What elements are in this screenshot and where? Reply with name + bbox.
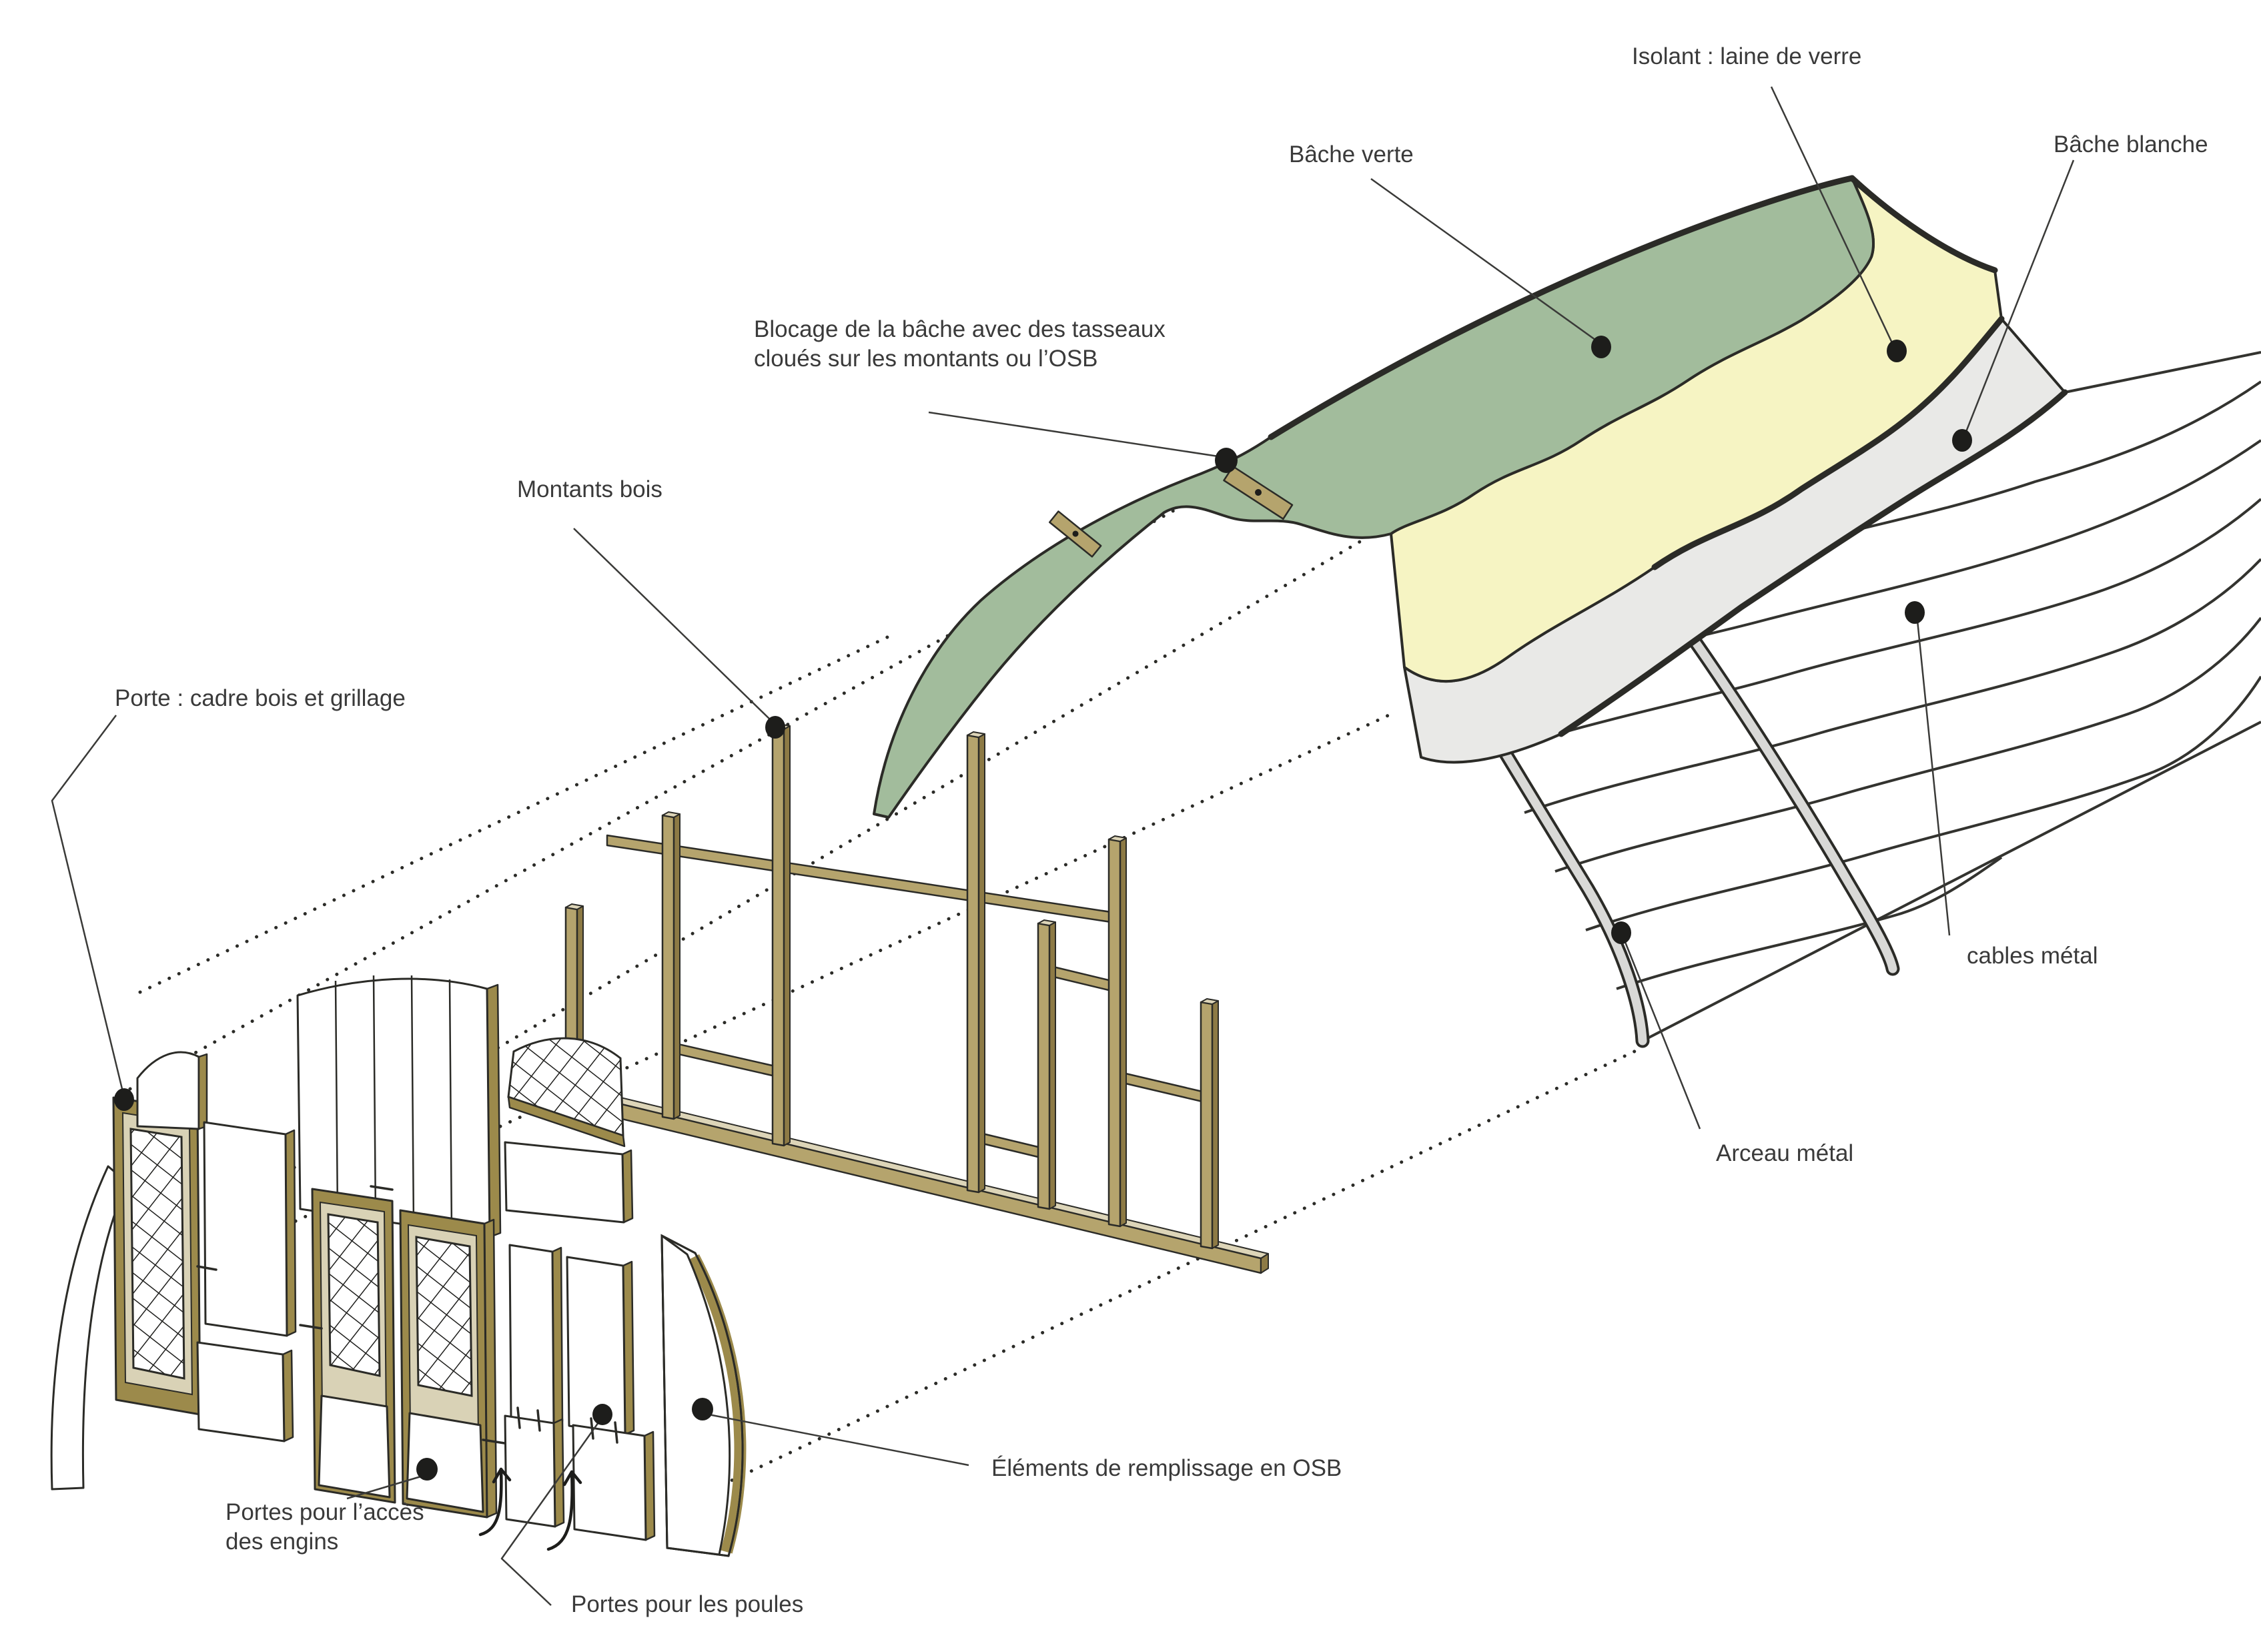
wall-panel [203,1121,288,1337]
up-arrow-icon [478,1467,503,1537]
tunnel-base-line [1642,721,2261,1042]
green-tarp [873,177,1875,819]
label-engins-1: Portes pour l’accès [225,1499,424,1525]
band-edge [1849,175,1998,274]
wood-bottom-plate [546,1081,1269,1259]
mesh-door-2 [311,1188,396,1504]
band-edge [1558,389,2068,737]
anchor-dot-bache-verte [1591,336,1611,358]
leader-lines [51,86,2075,1606]
band-edge [1651,316,2005,570]
dotted-line [672,1047,1642,1510]
leader-porte [51,715,124,1092]
leader-cables [1916,620,1951,936]
anchor-dot-porte [114,1088,134,1111]
arched-plank-sheet [296,975,502,1238]
up-arrow-icon [546,1470,574,1551]
chicken-hatch-2 [546,1424,656,1551]
label-bache-verte: Bâche verte [1289,141,1414,167]
wall-panel [504,1141,625,1224]
label-poules: Portes pour les poules [571,1591,803,1617]
anchor-dot-isolant [1887,340,1907,362]
wall-panel-narrow [508,1244,555,1426]
up-arrow-icon [562,1470,582,1487]
anchor-dot-bache-blanche [1952,429,1972,452]
mesh-triangle-panel [507,1037,626,1148]
panel-edge [197,1053,208,1130]
anchor-dot-cables [1905,601,1925,624]
ridge-line [1268,175,1855,440]
label-blocage-1: Blocage de la bâche avec des tasseaux [754,316,1166,342]
metal-arch-back [1674,614,1900,976]
wood-bottom-plate [1260,1253,1269,1274]
leader-bache-blanche [1963,159,2075,436]
wood-rail [606,834,1117,924]
leader-arceau [1624,941,1701,1130]
leader-montants [573,528,773,723]
wood-rail [662,1040,777,1078]
anchor-dot-arceau [1611,921,1631,944]
anchor-dot-osb [692,1398,713,1420]
label-porte: Porte : cadre bois et grillage [115,685,406,711]
label-montants: Montants bois [517,476,662,502]
tunnel-structure [873,175,2261,1048]
anchor-dot-poules [592,1404,612,1425]
label-blocage-2: cloués sur les montants ou l’OSB [754,346,1098,372]
labels: Isolant : laine de verre Bâche blanche B… [115,43,2208,1617]
label-bache-blanche: Bâche blanche [2054,131,2208,157]
label-cables: cables métal [1967,943,2098,969]
tunnel-top-line [2064,351,2261,394]
wall-panel [196,1341,286,1442]
anchor-dot-montants [765,716,785,739]
leader-osb [708,1413,969,1467]
dotted-line [245,711,1396,1246]
anchor-dot-engins [416,1458,438,1481]
wood-bottom-plate [546,1085,1262,1274]
leader-blocage [928,411,1219,458]
anchor-dots [114,336,1972,1481]
tasseau-blocks [1048,465,1294,558]
label-engins-2: des engins [225,1529,338,1555]
mesh-door-1 [112,1096,201,1416]
alignment-ticks [196,1185,618,1444]
mesh-door-3 [399,1209,498,1519]
osb-filler-panel [660,1234,747,1557]
leader-poules [500,1422,600,1606]
label-arceau: Arceau métal [1716,1140,1853,1166]
dotted-line [128,400,1371,1091]
leader-bache-verte [1370,177,1599,343]
label-osb: Éléments de remplissage en OSB [991,1455,1342,1481]
wood-stud-frame [546,723,1269,1274]
up-arrow-icon [492,1467,512,1484]
leader-engins [346,1475,424,1500]
chicken-hatch-1 [478,1414,565,1537]
wall-panel-arc-small [136,1051,200,1130]
anchor-dot-blocage [1215,448,1238,473]
front-wall-exploded [50,975,747,1557]
label-isolant: Isolant : laine de verre [1632,43,1861,69]
leader-isolant [1770,86,1895,346]
